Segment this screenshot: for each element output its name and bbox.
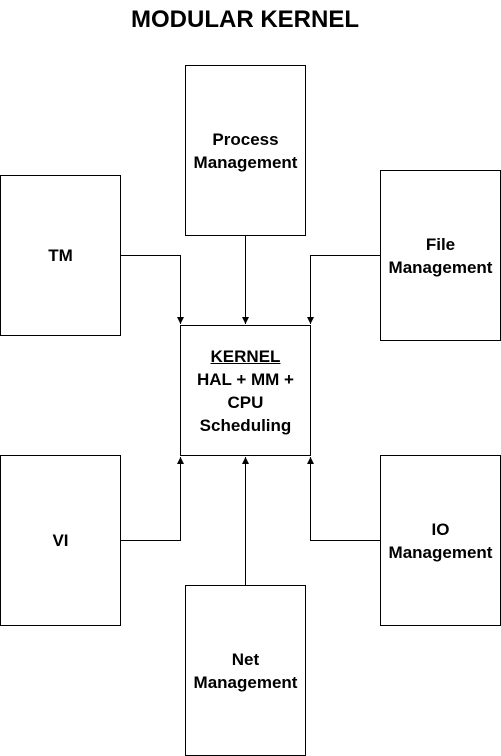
tm-node: TM — [0, 175, 121, 336]
io-management-node: IO Management — [380, 455, 501, 626]
vi-node: VI — [0, 455, 121, 626]
kernel-node-title: KERNEL — [210, 346, 281, 366]
io-node-line2: Management — [388, 542, 493, 562]
kernel-node: KERNEL HAL + MM + CPU Scheduling — [180, 325, 311, 456]
file-management-node: File Management — [380, 170, 501, 341]
net-node-line2: Management — [193, 672, 298, 692]
process-node-line1: Process — [212, 129, 279, 149]
tm-node-label: TM — [48, 246, 73, 265]
file-node-line2: Management — [388, 257, 493, 277]
edge-vi-to-kernel — [121, 457, 184, 541]
kernel-node-line2: CPU — [227, 392, 264, 412]
process-node-line2: Management — [193, 152, 298, 172]
net-node-line1: Net — [231, 649, 260, 669]
net-management-node: Net Management — [185, 585, 306, 756]
kernel-node-line1: HAL + MM + — [197, 369, 294, 389]
edge-file-to-kernel — [307, 255, 380, 324]
process-management-node: Process Management — [185, 65, 306, 236]
vi-node-label: VI — [52, 531, 69, 550]
edge-tm-to-kernel — [121, 255, 184, 324]
io-node-line1: IO — [431, 519, 450, 539]
edge-io-to-kernel — [307, 457, 380, 541]
file-node-line1: File — [425, 234, 456, 254]
kernel-node-line3: Scheduling — [199, 415, 292, 435]
diagram-title: MODULAR KERNEL — [131, 6, 359, 33]
